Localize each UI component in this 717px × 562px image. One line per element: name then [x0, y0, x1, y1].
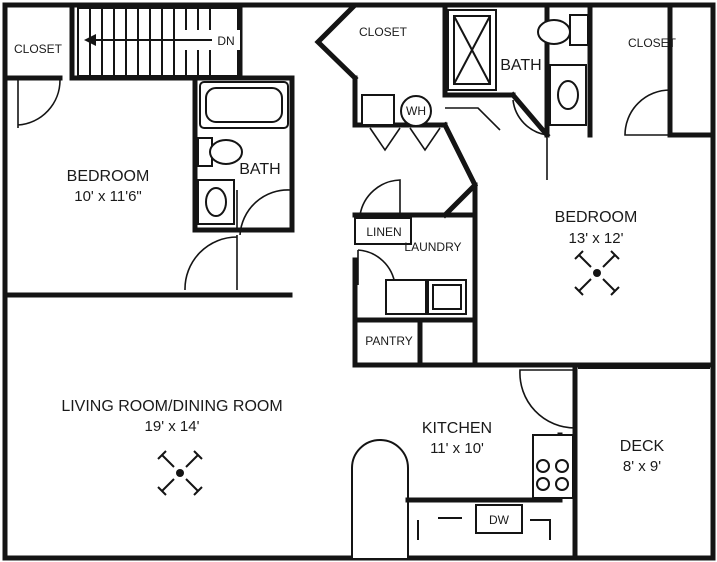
- toilet-right-icon: [537, 19, 571, 45]
- deck-name: DECK: [620, 438, 665, 455]
- utility-fixtures: WH: [361, 94, 432, 127]
- closet-top-right-label: CLOSET: [628, 36, 677, 50]
- toilet-left-icon: [209, 139, 243, 165]
- deck-dimensions: 8' x 9': [623, 458, 661, 475]
- laundry-label: LAUNDRY: [404, 240, 461, 254]
- bath-left-label: BATH: [239, 161, 280, 178]
- kitchen-fixtures: [351, 432, 574, 558]
- bath-right-fixtures: [447, 9, 589, 126]
- arrow-left-icon: [84, 34, 212, 46]
- linen-closet-box: [354, 217, 412, 245]
- water-heater-icon: [400, 95, 432, 127]
- laundry-fixtures: [354, 217, 467, 315]
- bedroom-left-name: BEDROOM: [67, 168, 150, 185]
- closet-center-label: CLOSET: [359, 25, 408, 39]
- stairs-down-label: DN: [217, 34, 234, 48]
- toilet-tank-right-icon: [569, 14, 589, 46]
- dishwasher-icon: [475, 504, 523, 534]
- closet-top-left-label: CLOSET: [14, 42, 63, 56]
- water-heater-label: WH: [406, 104, 426, 118]
- dishwasher-label: DW: [489, 513, 510, 527]
- bath-left-fixtures: [197, 81, 289, 225]
- bathtub-left-icon: [199, 81, 289, 129]
- pantry-label: PANTRY: [365, 334, 413, 348]
- washer-icon: [385, 279, 427, 315]
- bedroom-right-dimensions: 13' x 12': [569, 230, 624, 247]
- bedroom-right-name: BEDROOM: [555, 209, 638, 226]
- kitchen-name: KITCHEN: [422, 420, 492, 437]
- doors: [17, 79, 671, 429]
- bath-right-label: BATH: [500, 57, 541, 74]
- living-dining-dimensions: 19' x 14': [145, 418, 200, 435]
- sink-left-icon: [197, 179, 235, 225]
- room-labels: CLOSET CLOSET CLOSET BATH BATH BEDROOM 1…: [14, 25, 677, 527]
- living-dining-name: LIVING ROOM/DINING ROOM: [61, 398, 282, 415]
- bedroom-left-dimensions: 10' x 11'6": [74, 188, 142, 205]
- utility-box-icon: [361, 94, 395, 126]
- kitchen-island: [351, 439, 409, 558]
- ceiling-fan-icon: [574, 250, 620, 296]
- ceiling-fan-icon: [157, 450, 203, 496]
- kitchen-dimensions: 11' x 10': [430, 440, 484, 457]
- sink-right-icon: [549, 64, 587, 126]
- linen-label: LINEN: [366, 225, 401, 239]
- stairs: DN: [77, 7, 240, 77]
